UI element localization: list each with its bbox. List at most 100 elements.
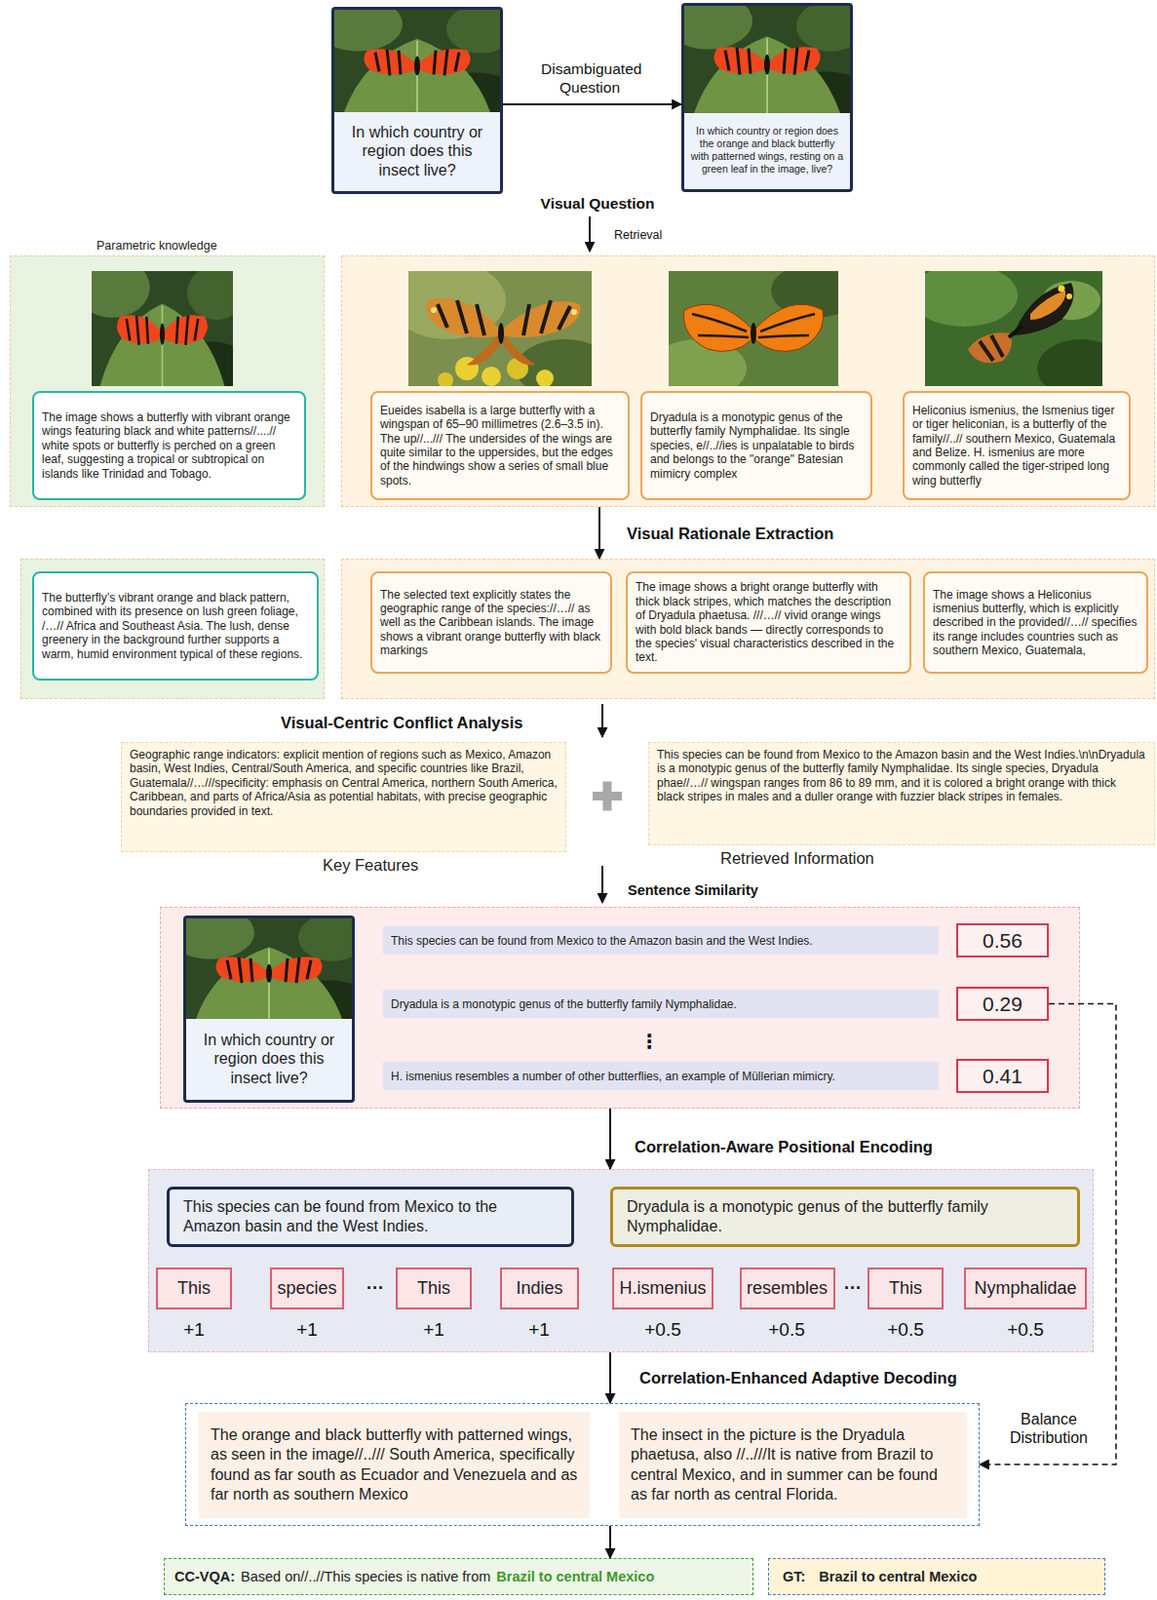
butterfly-photo	[649, 263, 859, 398]
rationale-box: The image shows a butterfly with vibrant…	[32, 390, 307, 501]
answer-box: The insect in the picture is the Dryadul…	[618, 1411, 967, 1518]
node-text: This species can be found from Mexico to…	[183, 1196, 558, 1236]
node-text: The selected text explicitly states the …	[380, 587, 603, 658]
node-text: This	[417, 1277, 451, 1299]
feature-box: Geographic range indicators: explicit me…	[120, 741, 567, 852]
weight-label: +1	[528, 1318, 550, 1341]
weight-label: +0.5	[887, 1318, 925, 1341]
node-text: 0.56	[982, 928, 1023, 953]
flow-arrow	[609, 1525, 612, 1558]
token-box: resembles	[739, 1267, 836, 1310]
score-box: 0.56	[956, 923, 1049, 958]
edge-label: Balance Distribution	[1000, 1409, 1098, 1447]
token-box: species	[269, 1267, 345, 1310]
node-text: GT:	[782, 1568, 806, 1584]
score-box: 0.41	[956, 1058, 1049, 1093]
encoding-panel: This species can be found from Mexico to…	[148, 1168, 1094, 1352]
retrieval-panel: The selected text explicitly states the …	[341, 558, 1156, 699]
section-label: Correlation-Enhanced Adaptive Decoding	[639, 1368, 958, 1388]
node-text: Based on//..//This species is native fro…	[240, 1568, 491, 1584]
token-box: H.ismenius	[612, 1267, 714, 1310]
butterfly-photo	[664, 0, 875, 133]
node-text: Brazil to central Mexico	[818, 1568, 977, 1584]
token-box: This	[155, 1267, 232, 1310]
flow-arrow	[598, 506, 601, 559]
butterfly-photo	[75, 257, 254, 408]
plus-symbol	[592, 781, 622, 811]
node-text: This species can be found from Mexico to…	[390, 933, 931, 948]
section-label: Sentence Similarity	[627, 882, 759, 899]
weight-label: +1	[296, 1318, 318, 1341]
rationale-box: The butterfly’s vibrant orange and black…	[32, 571, 319, 681]
node-text: This	[888, 1277, 923, 1299]
feature-box: This species can be found from Mexico to…	[648, 741, 1156, 846]
node-text: 0.41	[982, 1064, 1023, 1088]
ground-truth-box: GT: Brazil to central Mexico	[768, 1557, 1106, 1595]
dashed-feedback-arrow	[979, 1003, 1117, 1466]
weight-label: Retrieval	[614, 228, 662, 242]
edge-label: Disambiguated Question	[540, 60, 639, 97]
butterfly-photo	[388, 261, 614, 398]
node-text: Indies	[515, 1277, 563, 1299]
flow-arrow	[601, 865, 604, 903]
passage-box: The image shows a Heliconius ismenius bu…	[923, 571, 1149, 674]
section-label: Correlation-Aware Positional Encoding	[634, 1137, 933, 1157]
butterfly-photo	[314, 0, 525, 131]
butterfly-photo	[910, 264, 1125, 398]
node-text: Eueides isabella is a large butterfly wi…	[380, 403, 620, 488]
weight-label: +1	[423, 1318, 445, 1341]
butterfly-photo	[166, 905, 377, 1037]
flow-arrow	[588, 216, 591, 252]
knowledge-panel: The image shows a butterfly with vibrant…	[9, 255, 325, 507]
knowledge-panel: The butterfly’s vibrant orange and black…	[20, 558, 325, 699]
node-text: In which country or region does this ins…	[334, 122, 501, 185]
node-text: This	[177, 1277, 211, 1299]
sentence-bar: This species can be found from Mexico to…	[383, 925, 939, 955]
similarity-panel: In which country or region does this ins…	[159, 906, 1080, 1109]
section-label: ···	[844, 1277, 862, 1299]
retrieval-panel: Eueides isabella is a large butterfly wi…	[341, 255, 1156, 507]
node-text: H.ismenius	[618, 1277, 706, 1299]
node-text: In which country or region does the oran…	[684, 124, 850, 179]
node-text: Dryadula is a monotypic genus of the but…	[390, 997, 931, 1011]
sentence-bar: H. ismenius resembles a number of other …	[383, 1061, 939, 1090]
token-box: Nymphalidae	[964, 1267, 1087, 1310]
section-label: Visual Question	[540, 194, 656, 213]
section-label: Visual Rationale Extraction	[626, 524, 834, 543]
section-label: ···	[366, 1277, 385, 1299]
weight-label: +0.5	[644, 1318, 682, 1341]
node-text: The butterfly’s vibrant orange and black…	[41, 590, 309, 661]
result-box: CC-VQA: Based on//..//This species is nat…	[163, 1557, 754, 1595]
node-text: CC-VQA:	[174, 1568, 235, 1584]
node-text: In which country or region does this ins…	[186, 1030, 352, 1092]
section-label: ⋮	[639, 1030, 659, 1053]
node-text: This species can be found from Mexico to…	[656, 747, 1147, 805]
question-card: In which country or region does the oran…	[681, 2, 853, 193]
node-text: H. ismenius resembles a number of other …	[390, 1069, 931, 1083]
flow-arrow	[609, 1108, 612, 1169]
token-box: This	[395, 1267, 472, 1310]
passage-box: Eueides isabella is a large butterfly wi…	[370, 390, 630, 501]
node-text: Heliconius ismenius, the Ismenius tiger …	[912, 403, 1121, 488]
node-text: The image shows a bright orange butterfl…	[635, 579, 902, 664]
node-text: 0.29	[982, 992, 1023, 1016]
token-box: Indies	[500, 1267, 579, 1310]
sentence-box: This species can be found from Mexico to…	[166, 1186, 575, 1247]
node-text: The image shows a butterfly with vibrant…	[41, 410, 297, 481]
box-heading: Key Features	[121, 855, 419, 875]
question-card: In which country or region does this ins…	[331, 6, 503, 194]
question-card: In which country or region does this ins…	[183, 915, 355, 1103]
passage-box: Dryadula is a monotypic genus of the but…	[640, 390, 873, 501]
node-text: Brazil to central Mexico	[496, 1568, 655, 1584]
box-heading: Retrieved Information	[649, 848, 875, 868]
answer-box: The orange and black butterfly with patt…	[198, 1411, 590, 1518]
passage-box: Heliconius ismenius, the Ismenius tiger …	[902, 390, 1131, 501]
passage-box: The selected text explicitly states the …	[370, 571, 613, 674]
decoding-panel: The orange and black butterfly with patt…	[185, 1402, 980, 1526]
score-box: 0.29	[956, 986, 1049, 1021]
flow-arrow	[609, 1351, 612, 1403]
node-text: The orange and black butterfly with patt…	[210, 1425, 579, 1505]
token-box: This	[867, 1267, 944, 1310]
sentence-box: Dryadula is a monotypic genus of the but…	[610, 1186, 1080, 1247]
